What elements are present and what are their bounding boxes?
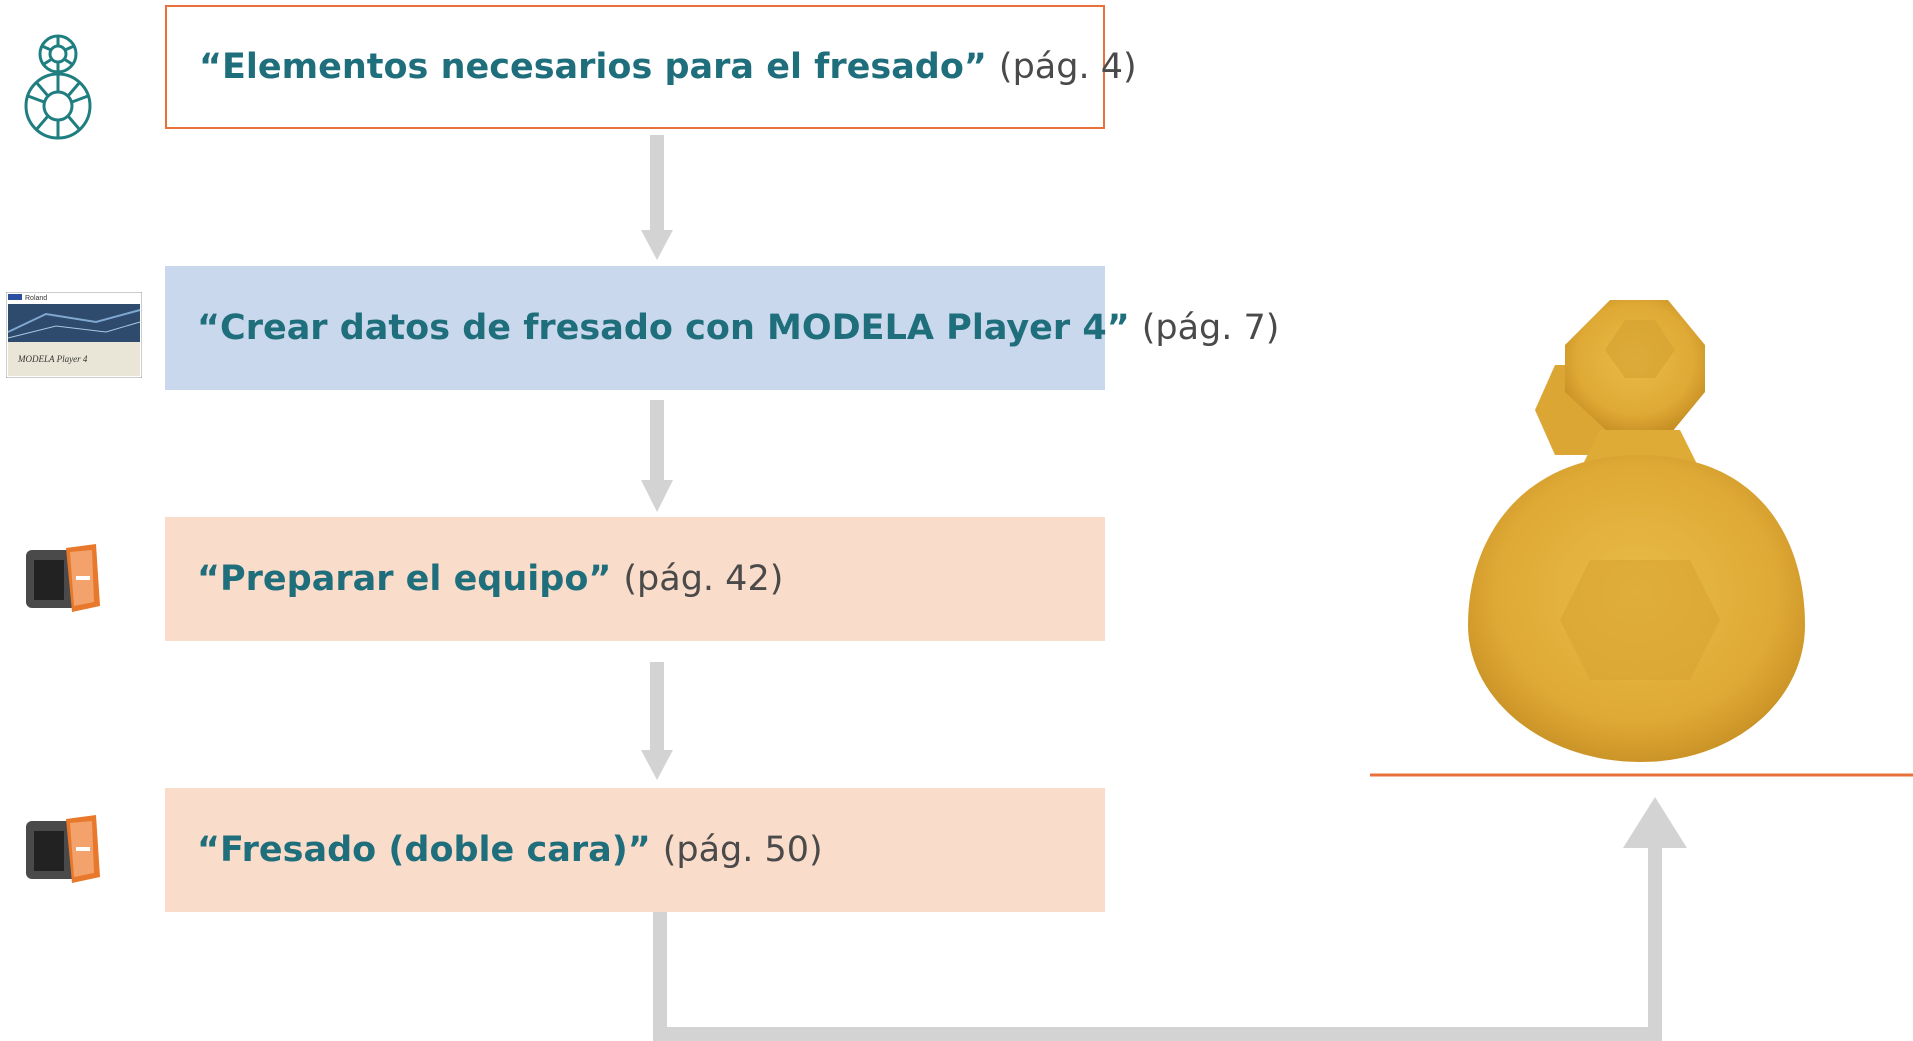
- splash-brand: Roland: [25, 295, 47, 302]
- step-page-ref: (pág. 50): [662, 830, 823, 870]
- flow-arrow-1: [641, 135, 673, 260]
- step-box-milling-double-sided: “Fresado (doble cara)” (pág. 50): [165, 788, 1105, 912]
- milling-machine-icon: [26, 544, 100, 612]
- milling-machine-icon: [26, 815, 100, 883]
- flow-arrow-2: [641, 400, 673, 512]
- step-title: “Elementos necesarios para el fresado”: [199, 47, 987, 87]
- step-title: “Fresado (doble cara)”: [197, 830, 651, 870]
- milled-bottle-model: [1468, 300, 1805, 762]
- bottle-wireframe-icon: [24, 34, 92, 140]
- modela-player-splash-icon: Roland MODELA Player 4: [6, 292, 142, 378]
- flow-arrow-3: [641, 662, 673, 780]
- step-box-prepare-machine: “Preparar el equipo” (pág. 42): [165, 517, 1105, 641]
- step-box-create-data: “Crear datos de fresado con MODELA Playe…: [165, 266, 1279, 390]
- step-title: “Preparar el equipo”: [197, 559, 612, 599]
- step-box-requirements: “Elementos necesarios para el fresado” (…: [165, 5, 1137, 129]
- step-page-ref: (pág. 4): [998, 47, 1137, 87]
- step-page-ref: (pág. 7): [1141, 308, 1280, 348]
- step-page-ref: (pág. 42): [623, 559, 784, 599]
- flow-connector-to-result: [653, 797, 1687, 1041]
- step-title: “Crear datos de fresado con MODELA Playe…: [197, 308, 1130, 348]
- splash-product: MODELA Player 4: [17, 354, 88, 364]
